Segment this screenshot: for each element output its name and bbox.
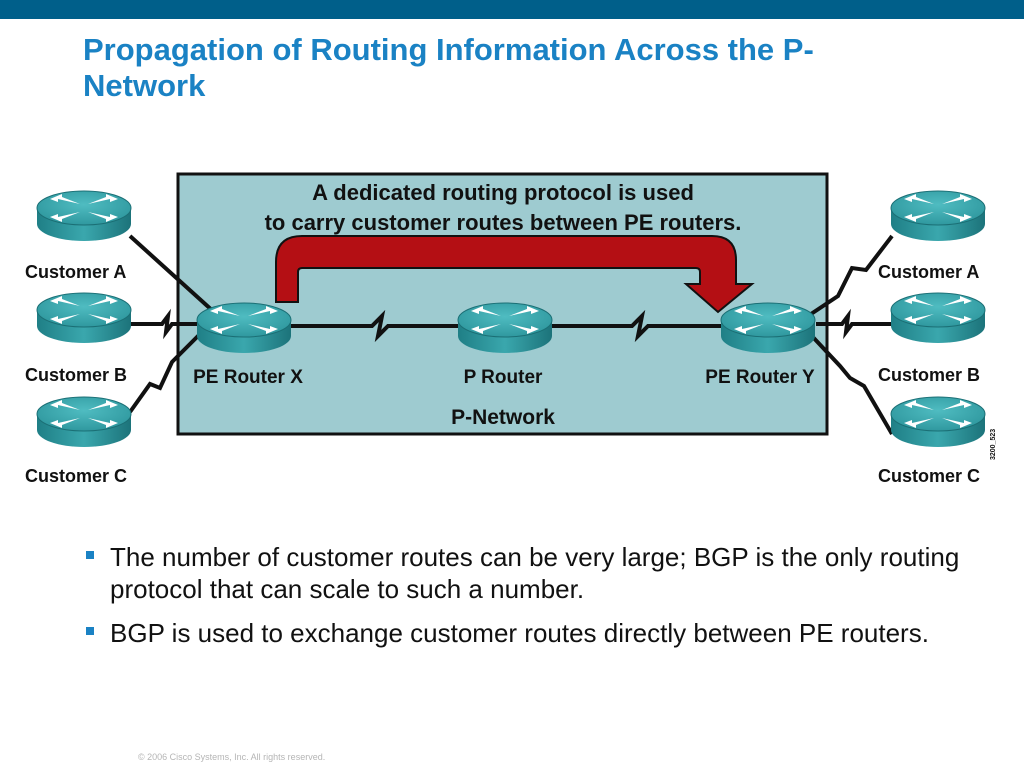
top-bar xyxy=(0,0,1024,19)
customer-label-left-a: Customer A xyxy=(25,262,126,282)
link-left-c xyxy=(128,332,202,414)
pe-router-x-label: PE Router X xyxy=(193,367,303,388)
bullet-item: The number of customer routes can be ver… xyxy=(86,541,966,605)
customer-label-left-b: Customer B xyxy=(25,365,127,385)
customer-label-right-a: Customer A xyxy=(878,262,979,282)
link-left-b xyxy=(130,308,200,340)
bullet-text: BGP is used to exchange customer routes … xyxy=(110,618,929,648)
route-propagation-arrow xyxy=(275,235,755,314)
link-p-pey xyxy=(552,309,722,343)
copyright: © 2006 Cisco Systems, Inc. All rights re… xyxy=(138,752,326,762)
router-icon xyxy=(890,396,986,448)
router-icon xyxy=(457,302,553,354)
router-icon xyxy=(36,396,132,448)
bullet-marker-icon xyxy=(86,627,94,635)
link-left-a xyxy=(128,234,216,314)
figure-id: 3200_523 xyxy=(990,429,997,460)
bullet-text: The number of customer routes can be ver… xyxy=(110,542,960,604)
callout-line-2: to carry customer routes between PE rout… xyxy=(265,210,742,235)
customer-label-right-b: Customer B xyxy=(878,365,980,385)
router-icon xyxy=(890,190,986,242)
link-pex-p xyxy=(290,309,458,343)
router-icon xyxy=(196,302,292,354)
bullet-marker-icon xyxy=(86,551,94,559)
link-right-a xyxy=(806,234,894,318)
router-icon xyxy=(36,190,132,242)
page-title: Propagation of Routing Information Acros… xyxy=(83,32,814,103)
network-diagram: A dedicated routing protocol is used to … xyxy=(25,172,997,486)
bullet-list: The number of customer routes can be ver… xyxy=(86,541,966,661)
p-network-label: P-Network xyxy=(451,406,555,429)
router-icon xyxy=(890,292,986,344)
router-icon xyxy=(36,292,132,344)
customer-label-left-c: Customer C xyxy=(25,466,127,486)
customer-label-right-c: Customer C xyxy=(878,466,980,486)
bullet-item: BGP is used to exchange customer routes … xyxy=(86,617,966,649)
link-right-c xyxy=(808,332,894,436)
callout-line-1: A dedicated routing protocol is used xyxy=(312,180,694,205)
link-right-b xyxy=(816,308,892,340)
router-icon xyxy=(720,302,816,354)
pe-router-y-label: PE Router Y xyxy=(705,367,815,388)
p-router-label: P Router xyxy=(464,367,543,388)
